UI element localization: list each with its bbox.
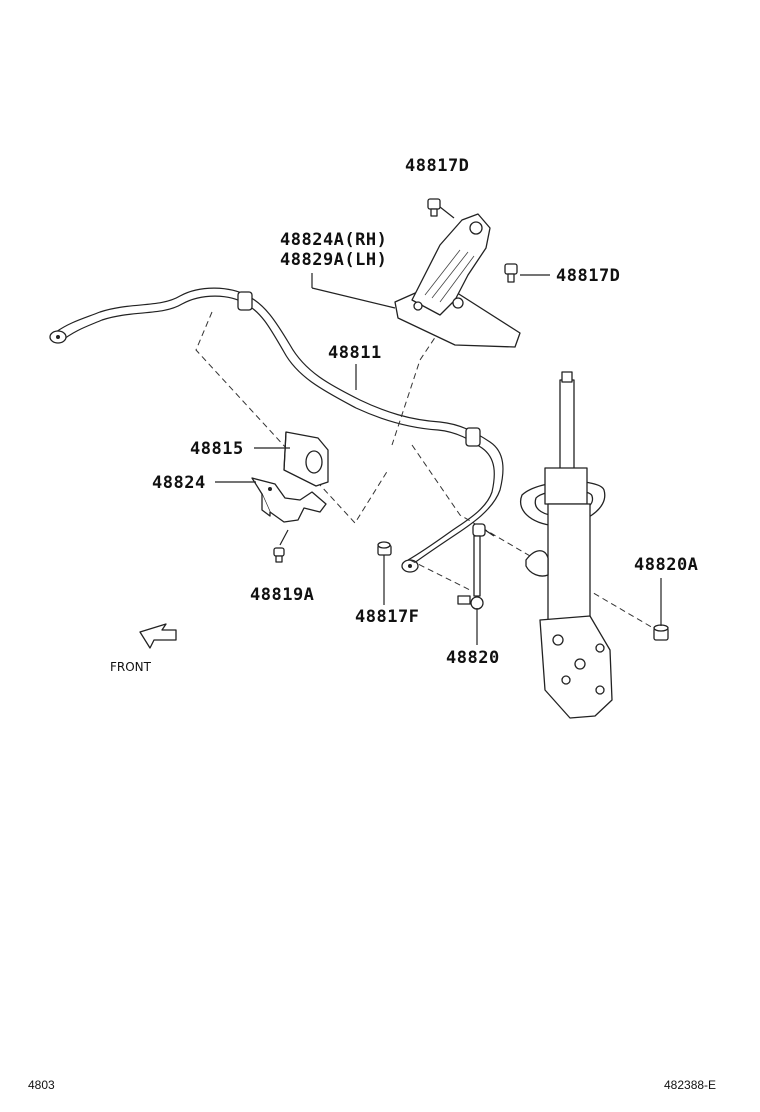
label-48819a: 48819A (250, 585, 315, 605)
nut-48817f (377, 541, 392, 556)
label-48824a-rh: 48824A(RH) (280, 230, 388, 250)
strut-assembly (519, 371, 613, 719)
stabilizer-bracket (394, 213, 521, 348)
nut-48820a (653, 624, 669, 641)
label-48817f: 48817F (355, 607, 420, 627)
label-48811: 48811 (328, 343, 382, 363)
label-48815: 48815 (190, 439, 244, 459)
footer-diagram-id: 482388-E (664, 1078, 717, 1092)
bolt-48819a (273, 529, 289, 563)
stabilizer-bushing (283, 431, 329, 487)
front-direction-arrow-icon (139, 623, 177, 649)
bolt-48817d-top (427, 198, 455, 219)
label-48817d-top: 48817D (405, 156, 470, 176)
label-48824: 48824 (152, 473, 206, 493)
label-48820a: 48820A (634, 555, 699, 575)
bushing-bracket (251, 477, 327, 523)
label-48820: 48820 (446, 648, 500, 668)
footer-page-code: 4803 (28, 1078, 55, 1092)
stabilizer-bar (49, 287, 504, 573)
stabilizer-link (457, 523, 495, 610)
label-48817d-right: 48817D (556, 266, 621, 286)
front-label: FRONT (110, 660, 151, 674)
bolt-48817d-right (504, 263, 518, 283)
label-48829a-lh: 48829A(LH) (280, 250, 388, 270)
leader-lines (215, 273, 662, 645)
assembly-guide-lines (195, 311, 661, 633)
